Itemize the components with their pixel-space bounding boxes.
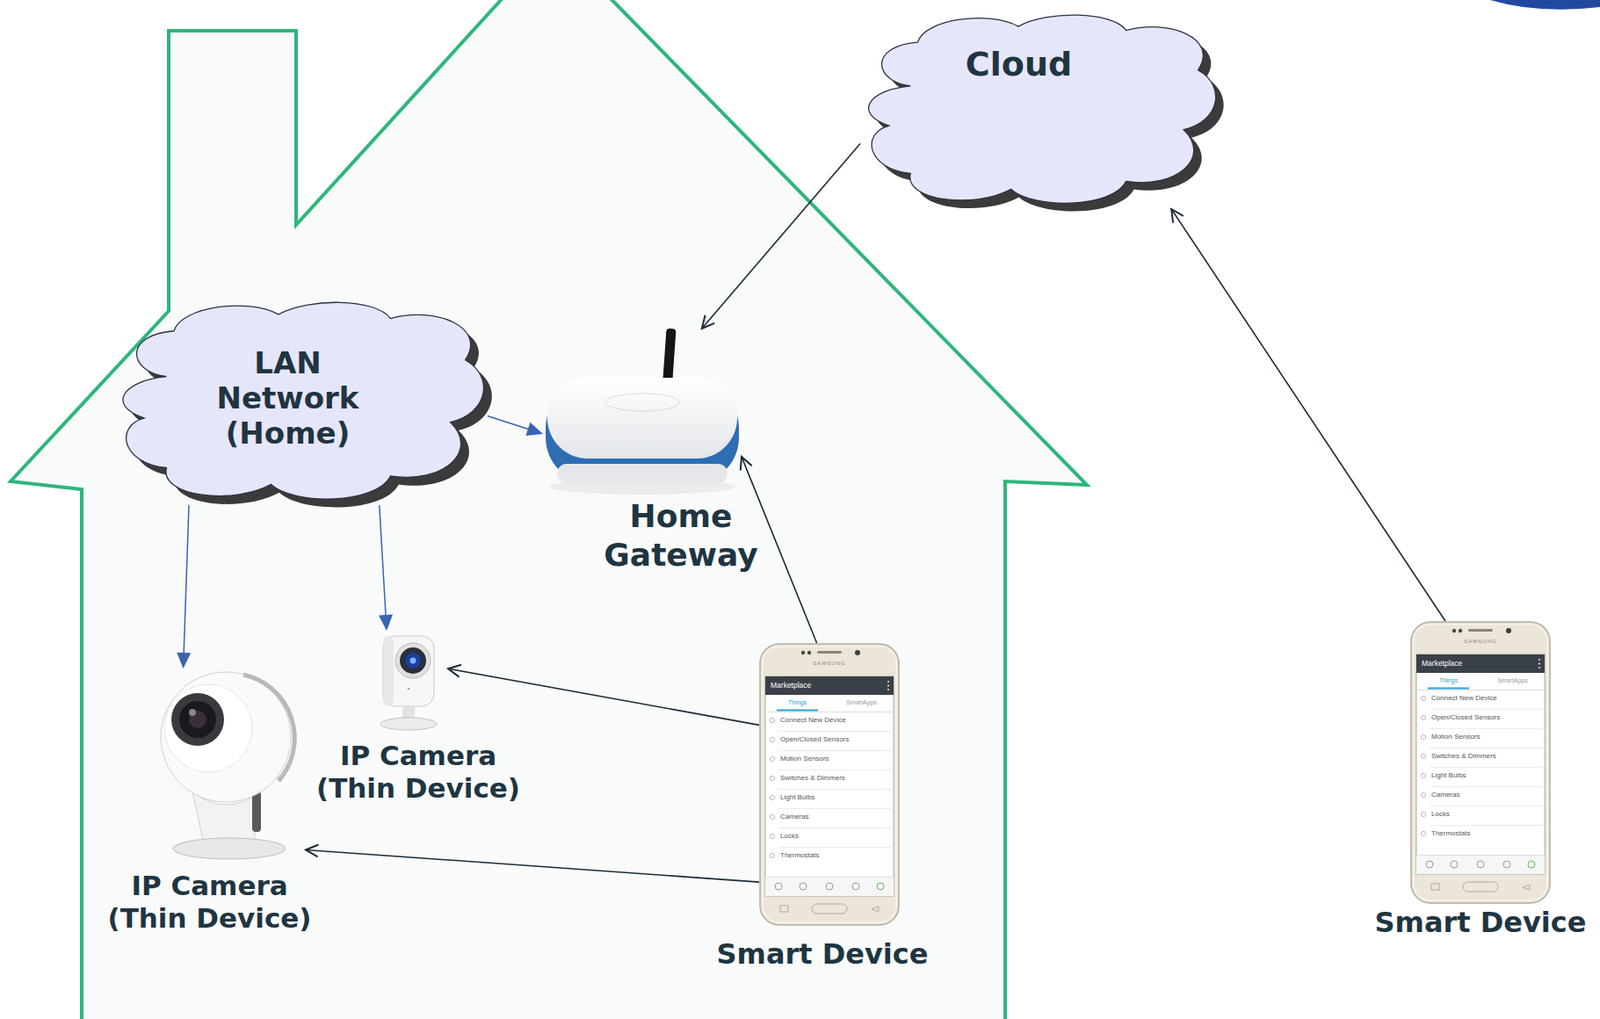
node-label: Home Gateway — [584, 497, 778, 575]
connector-line — [487, 416, 530, 431]
node-label: IP Camera (Thin Device) — [101, 869, 318, 935]
connector-line — [1171, 209, 1446, 622]
menu-item: Switches & Dimmers — [1431, 752, 1497, 761]
arrow-head — [176, 652, 191, 669]
menu-item: Cameras — [780, 812, 809, 822]
connector — [378, 505, 393, 631]
menu-item: Thermostats — [1431, 829, 1470, 839]
node-label: IP Camera (Thin Device) — [311, 739, 527, 805]
app-header: Marketplace — [1421, 658, 1463, 668]
menu-item: Cameras — [1431, 790, 1460, 800]
connector-line — [379, 505, 386, 617]
phone-image — [1411, 622, 1550, 904]
camera-large — [160, 672, 295, 860]
app-header: Marketplace — [770, 680, 811, 690]
connector — [1171, 209, 1446, 622]
cloud-body — [123, 302, 485, 500]
tab-label: SmartApps — [829, 699, 894, 707]
menu-item: Locks — [1431, 810, 1450, 819]
cloud-body — [868, 14, 1217, 203]
cloud-shape: Cloud — [860, 10, 1220, 210]
connector-line — [305, 849, 760, 883]
menu-item: Thermostats — [780, 851, 819, 861]
node-label: Smart Device — [1375, 904, 1587, 941]
ip-camera: IP Camera (Thin Device) — [137, 668, 306, 864]
connector — [702, 143, 861, 329]
menu-item: Connect New Device — [1431, 694, 1498, 703]
phone-brand: SAMSUNG — [759, 660, 900, 667]
menu-item: Open/Closed Sensors — [1431, 713, 1500, 723]
phone-brand: SAMSUNG — [1410, 638, 1551, 645]
tab-label: SmartApps — [1480, 677, 1545, 685]
connector — [305, 844, 760, 883]
phone-image — [760, 644, 899, 926]
menu-item: Motion Sensors — [1431, 732, 1481, 742]
node-label: Smart Device — [716, 936, 929, 972]
menu-item: Light Bulbs — [1431, 771, 1467, 781]
menu-item: Open/Closed Sensors — [780, 735, 849, 745]
tab-label: Things — [1416, 677, 1481, 685]
camera-small — [380, 636, 437, 731]
arrow-head — [378, 615, 393, 631]
menu-item: Light Bulbs — [780, 793, 816, 803]
corner-swoosh — [1490, 0, 1600, 10]
connector-line — [448, 668, 760, 725]
menu-item: Switches & Dimmers — [780, 774, 846, 783]
node-label: LAN Network (Home) — [209, 345, 368, 451]
cloud-outline — [860, 10, 1220, 210]
home-gateway: Home Gateway — [542, 328, 742, 498]
ip-camera: IP Camera (Thin Device) — [367, 630, 449, 737]
node-label: Cloud — [965, 44, 1072, 84]
connector-line — [183, 505, 189, 655]
connector — [448, 665, 760, 726]
menu-item: Connect New Device — [780, 716, 847, 725]
connector — [176, 505, 191, 669]
tab-label: Things — [765, 699, 830, 707]
connector — [487, 416, 543, 437]
menu-item: Motion Sensors — [780, 754, 830, 764]
menu-item: Locks — [780, 832, 799, 841]
connector-line — [702, 143, 861, 329]
lan-cloud: LAN Network (Home) — [114, 297, 488, 506]
gateway-device — [545, 328, 739, 495]
